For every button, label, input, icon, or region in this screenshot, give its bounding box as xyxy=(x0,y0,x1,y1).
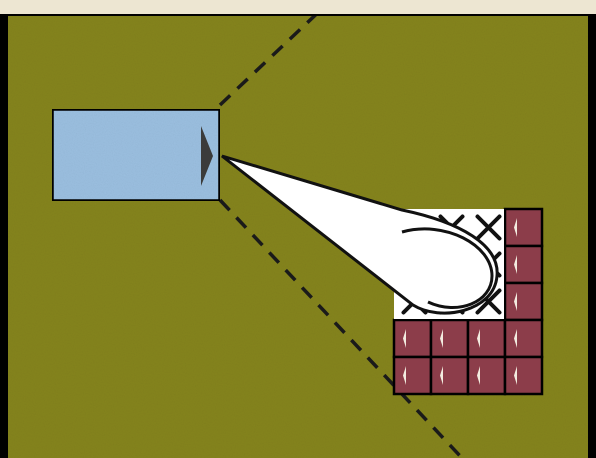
cell-tile xyxy=(394,357,431,394)
cell-tile xyxy=(505,246,542,283)
grid-cell[interactable] xyxy=(394,320,431,357)
cell-tile xyxy=(505,209,542,246)
grid-cell[interactable] xyxy=(431,320,468,357)
grid-cell[interactable] xyxy=(431,357,468,394)
grid-cell[interactable] xyxy=(394,357,431,394)
grid-cell[interactable] xyxy=(505,320,542,357)
camera-box[interactable] xyxy=(52,109,220,201)
top-bar xyxy=(0,0,596,14)
grid-cell[interactable] xyxy=(505,209,542,246)
grid-cell[interactable] xyxy=(505,246,542,283)
grid-cell[interactable] xyxy=(468,357,505,394)
cell-tile xyxy=(505,357,542,394)
cell-tile xyxy=(468,357,505,394)
cell-tile xyxy=(431,320,468,357)
cell-tile xyxy=(431,357,468,394)
cell-tile xyxy=(505,283,542,320)
cell-tile xyxy=(505,320,542,357)
grid-cell[interactable] xyxy=(468,320,505,357)
cell-tile xyxy=(394,320,431,357)
cell-tile xyxy=(468,320,505,357)
grid-cell[interactable] xyxy=(505,357,542,394)
grid-cell[interactable] xyxy=(505,283,542,320)
